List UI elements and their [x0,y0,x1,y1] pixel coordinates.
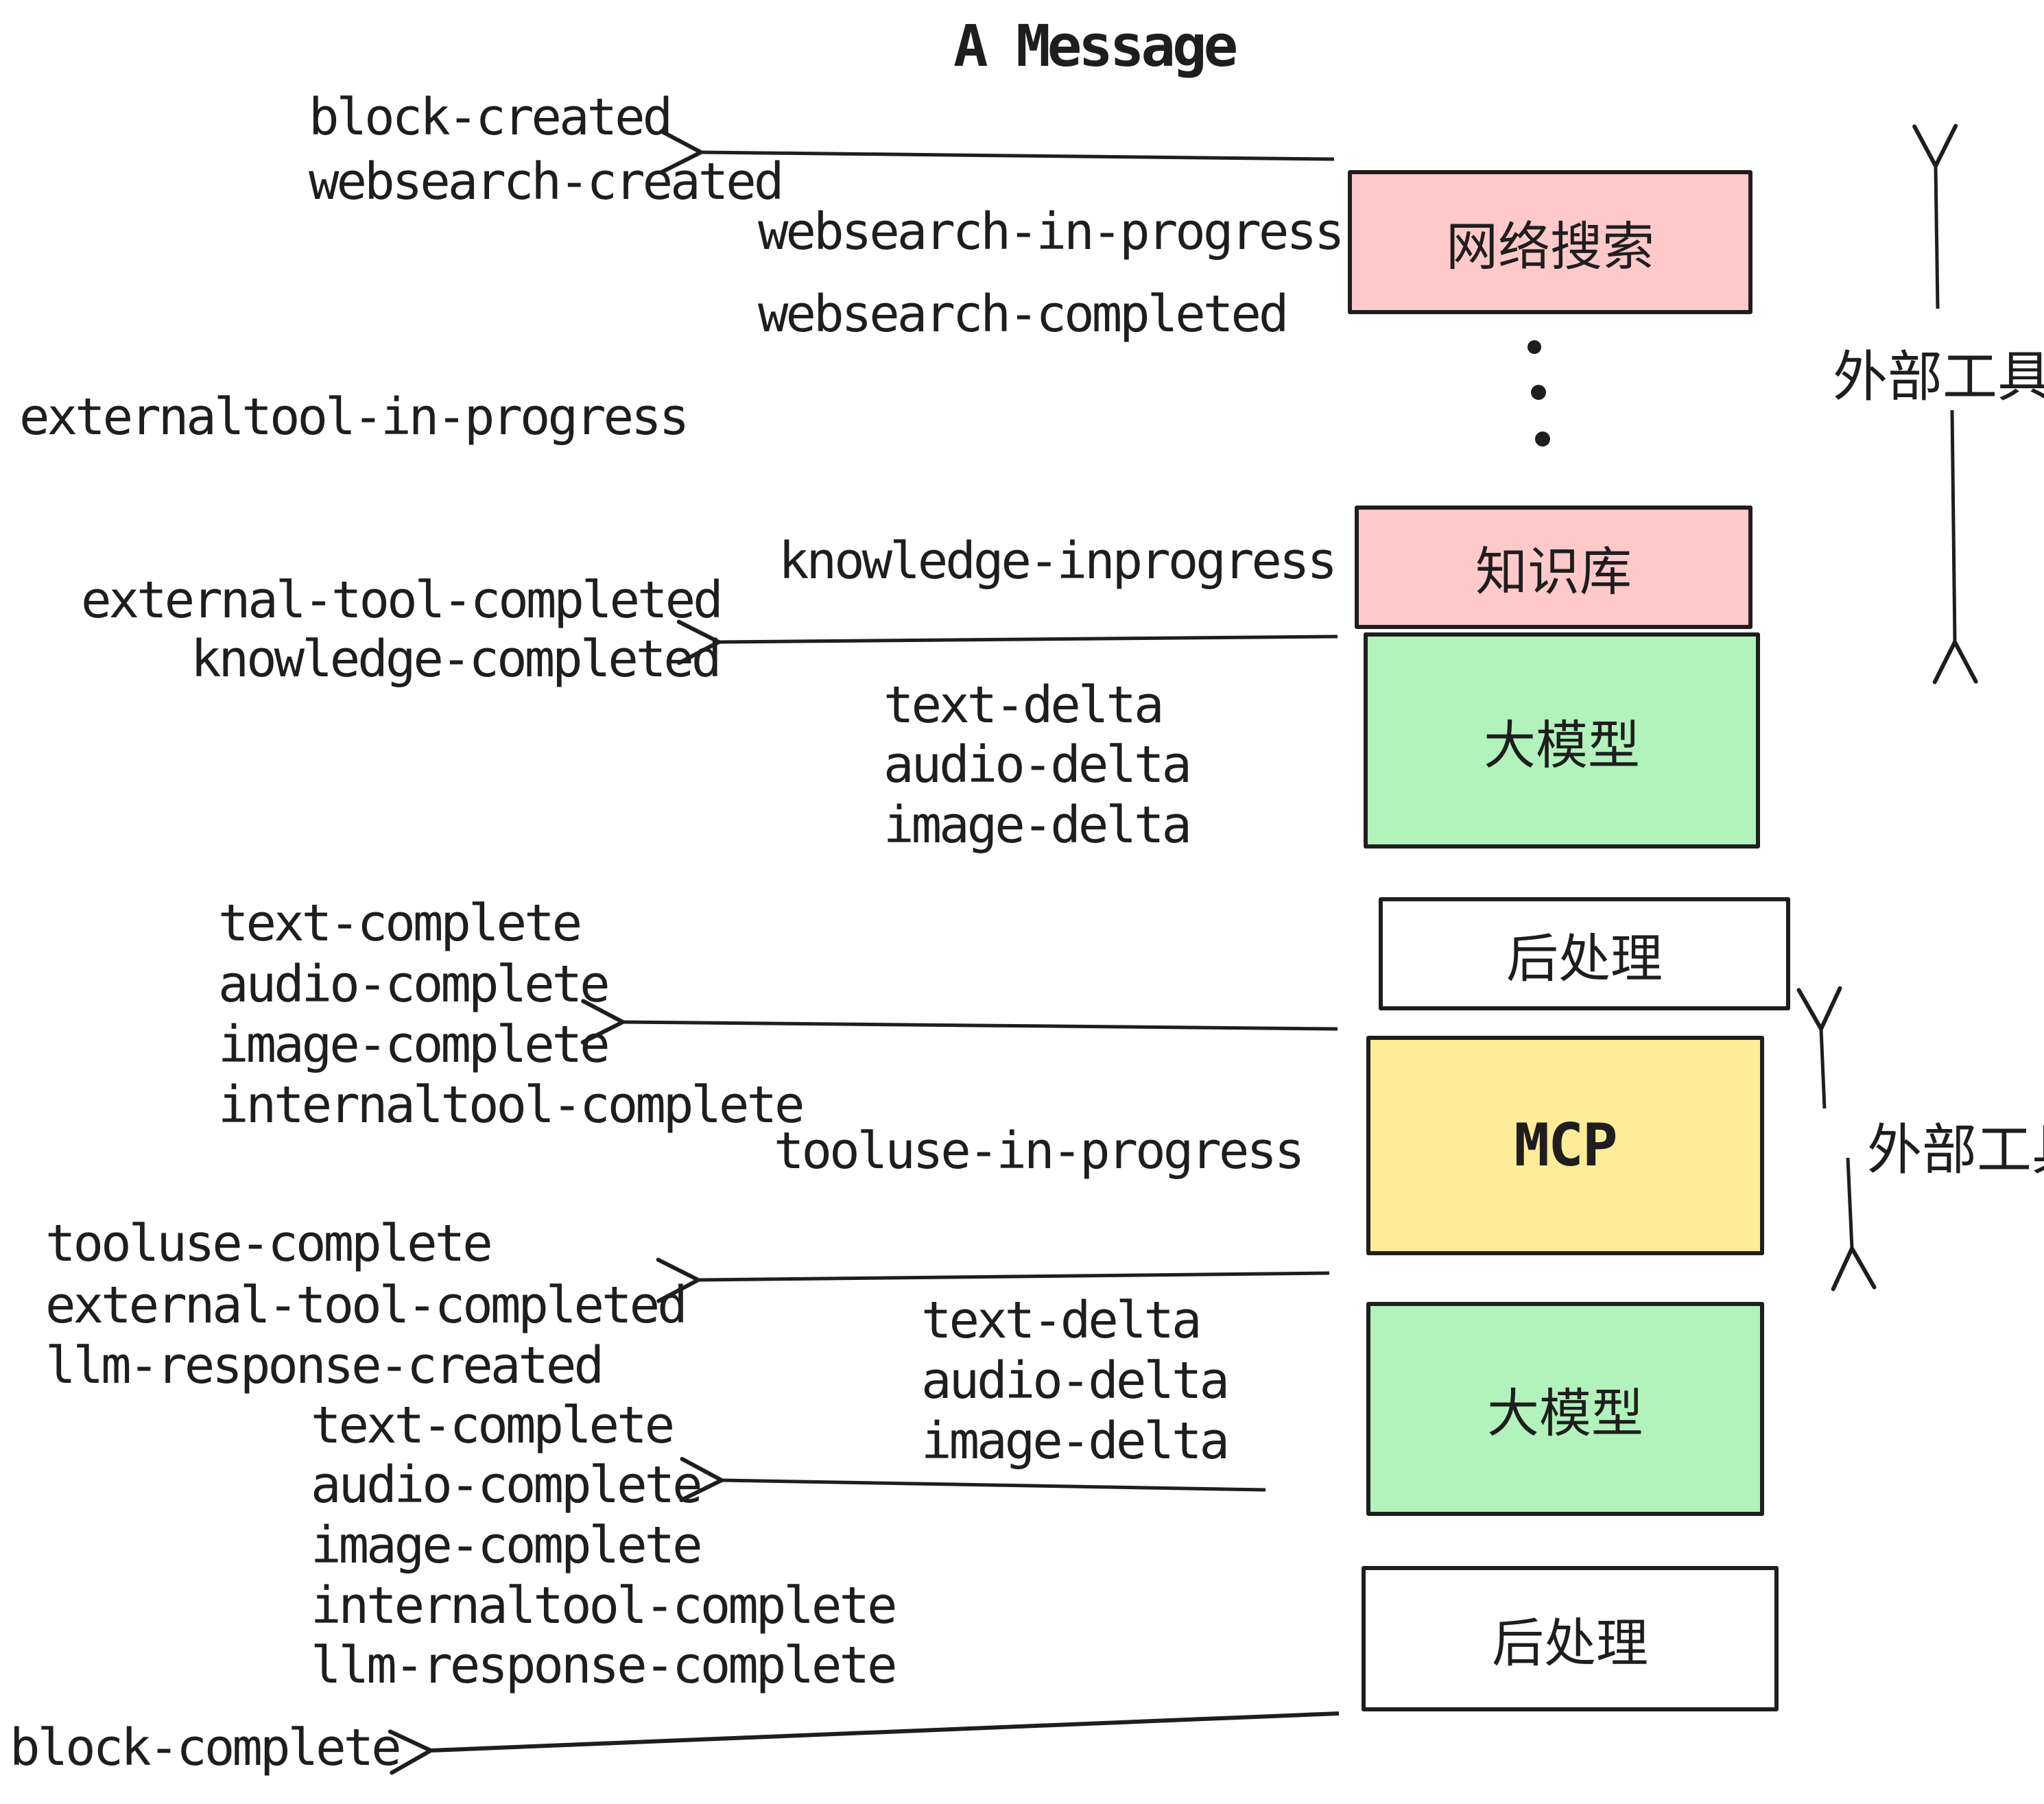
node-knowledge: 知识库 [1355,506,1752,629]
event-label-text-delta-2: text-delta [921,1291,1202,1350]
event-label-external-tool-completed-2: external-tool-completed [45,1276,688,1335]
event-label-text-complete-1: text-complete [218,894,582,953]
node-mcp-label: MCP [1514,1111,1617,1180]
event-label-image-delta-1: image-delta [883,796,1192,855]
event-label-websearch-in-progress: websearch-in-progress [758,202,1345,261]
external-tools2-up-arrow [1796,986,1842,1109]
event-label-audio-delta-2: audio-delta [921,1351,1230,1410]
event-label-image-delta-2: image-delta [921,1412,1230,1471]
ellipsis-dots [1528,340,1550,447]
node-llm-2: 大模型 [1366,1302,1764,1516]
event-label-image-complete-1: image-complete [218,1015,610,1074]
node-llm-2-label: 大模型 [1487,1383,1643,1444]
event-label-knowledge-inprogress: knowledge-inprogress [779,532,1338,591]
external-tools-label-1: 外部工具 [1833,345,2044,409]
node-websearch: 网络搜索 [1348,170,1752,314]
arrow-block-complete [388,1711,1340,1775]
event-label-block-created: block-created [309,88,673,147]
event-label-audio-delta-1: audio-delta [883,735,1192,794]
event-label-external-tool-completed-1: external-tool-completed [81,571,724,630]
node-postprocess-2-label: 后处理 [1492,1613,1648,1674]
node-postprocess-1: 后处理 [1379,897,1790,1010]
event-label-audio-complete-2: audio-complete [311,1456,703,1515]
arrow-tooluse-complete [656,1257,1330,1303]
event-label-internaltool-complete-2: internaltool-complete [311,1576,898,1635]
event-label-websearch-completed: websearch-completed [758,285,1289,344]
node-postprocess-1-label: 后处理 [1506,927,1663,989]
node-knowledge-label: 知识库 [1475,541,1632,602]
event-label-llm-response-complete: llm-response-complete [311,1636,898,1695]
external-tools-label-2: 外部工具 [1867,1118,2044,1182]
external-tools-down-arrow [1932,410,1978,685]
external-tools-up-arrow [1912,123,1958,309]
node-websearch-label: 网络搜索 [1446,216,1654,277]
node-postprocess-2: 后处理 [1362,1566,1779,1711]
node-llm-1-label: 大模型 [1484,714,1640,776]
event-label-audio-complete-1: audio-complete [218,955,610,1014]
event-label-websearch-created: websearch-created [309,152,784,211]
arrow-websearch-created [658,129,1335,175]
event-label-internaltool-complete-1: internaltool-complete [218,1076,805,1135]
event-label-text-delta-1: text-delta [883,676,1165,735]
event-label-text-complete-2: text-complete [311,1396,675,1455]
arrow-internal-complete [580,999,1338,1045]
arrow-llm2-complete [679,1456,1266,1502]
event-label-knowledge-completed: knowledge-completed [191,630,722,689]
external-tools2-down-arrow [1831,1157,1877,1292]
node-llm-1: 大模型 [1364,632,1760,848]
event-label-llm-response-created: llm-response-created [45,1336,604,1395]
node-mcp: MCP [1366,1036,1764,1255]
arrow-knowledge-completed [676,619,1338,665]
event-label-tooluse-complete: tooluse-complete [45,1214,493,1273]
event-label-block-complete: block-complete [10,1718,402,1777]
event-label-image-complete-2: image-complete [311,1516,703,1575]
event-label-tooluse-in-progress: tooluse-in-progress [774,1121,1305,1180]
diagram-title: A Message [953,12,1238,80]
event-label-externaltool-in-progress: externaltool-in-progress [19,388,689,447]
